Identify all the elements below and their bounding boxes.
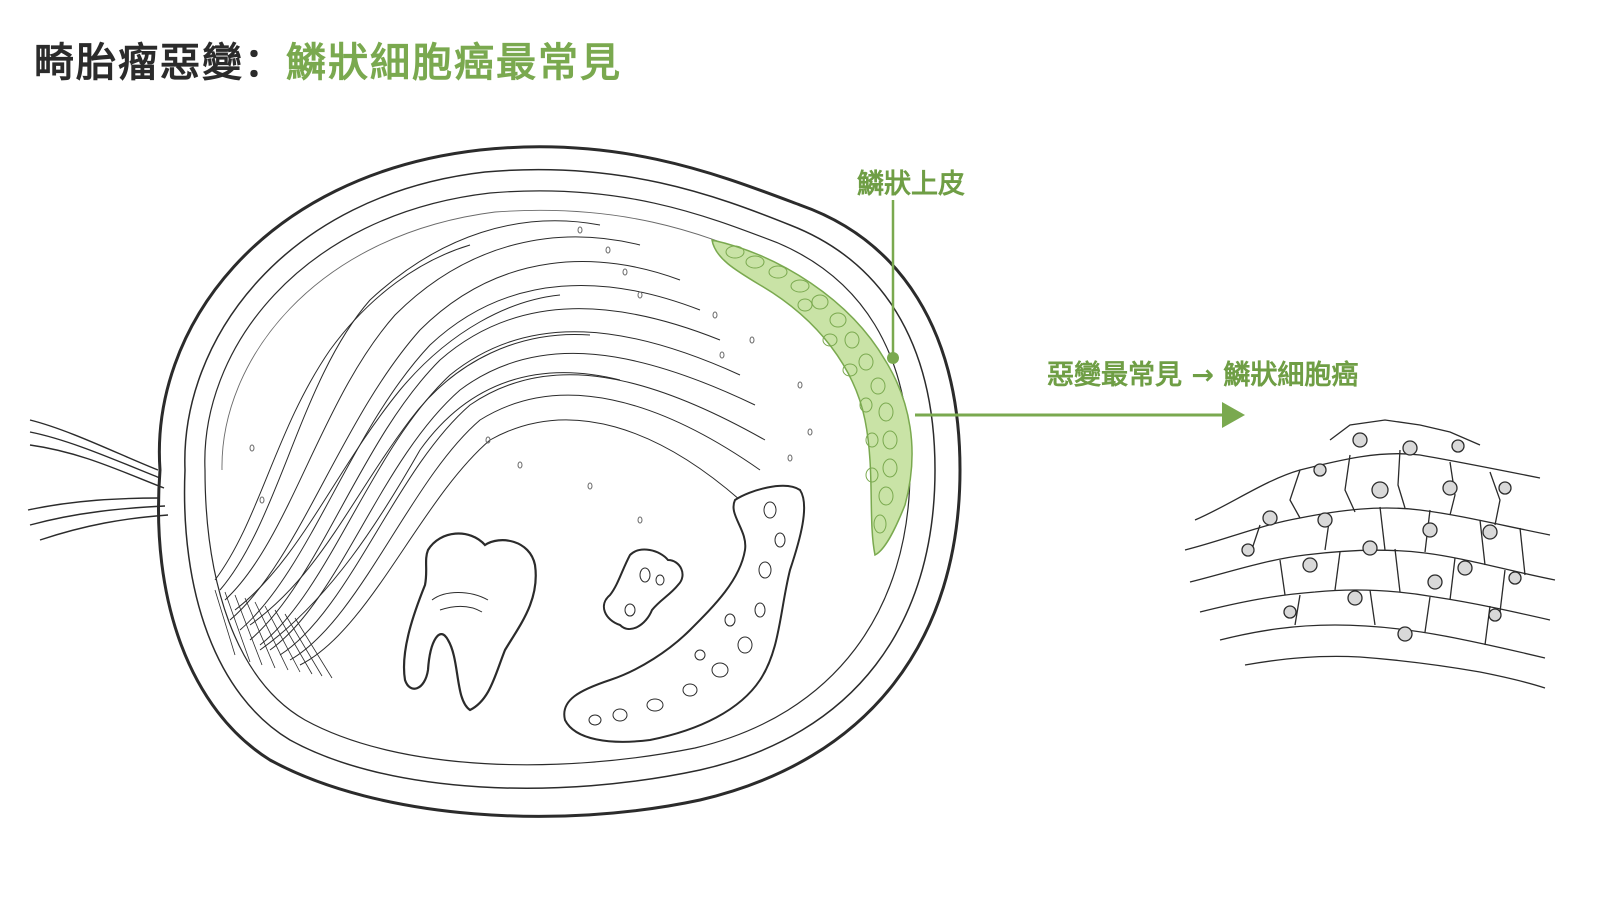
- bone-fragment-large: [563, 484, 806, 743]
- epithelium-leader: [887, 200, 899, 364]
- page-title: 畸胎瘤惡變：鱗狀細胞癌最常見: [34, 30, 622, 88]
- squamous-epithelium-label: 鱗狀上皮: [857, 169, 965, 200]
- cyst-wall: [156, 145, 962, 818]
- hair-roots: [214, 589, 333, 679]
- bone-fragment-small: [602, 548, 684, 630]
- squamous-cell-carcinoma-cells: [1184, 419, 1556, 689]
- title-highlight: 鱗狀細胞癌最常見: [286, 40, 622, 86]
- carcinoma-nuclei: [1241, 432, 1522, 642]
- malignancy-label: 惡變最常見 → 鱗狀細胞癌: [1047, 360, 1359, 391]
- hair-bundle: [214, 220, 766, 666]
- squamous-epithelium-band: [711, 239, 913, 557]
- tooth: [403, 532, 537, 712]
- sebaceous-dots: [249, 226, 813, 524]
- title-prefix: 畸胎瘤惡變：: [34, 40, 286, 86]
- cyst-stalk: [27, 419, 169, 541]
- malignancy-arrow: [915, 402, 1245, 428]
